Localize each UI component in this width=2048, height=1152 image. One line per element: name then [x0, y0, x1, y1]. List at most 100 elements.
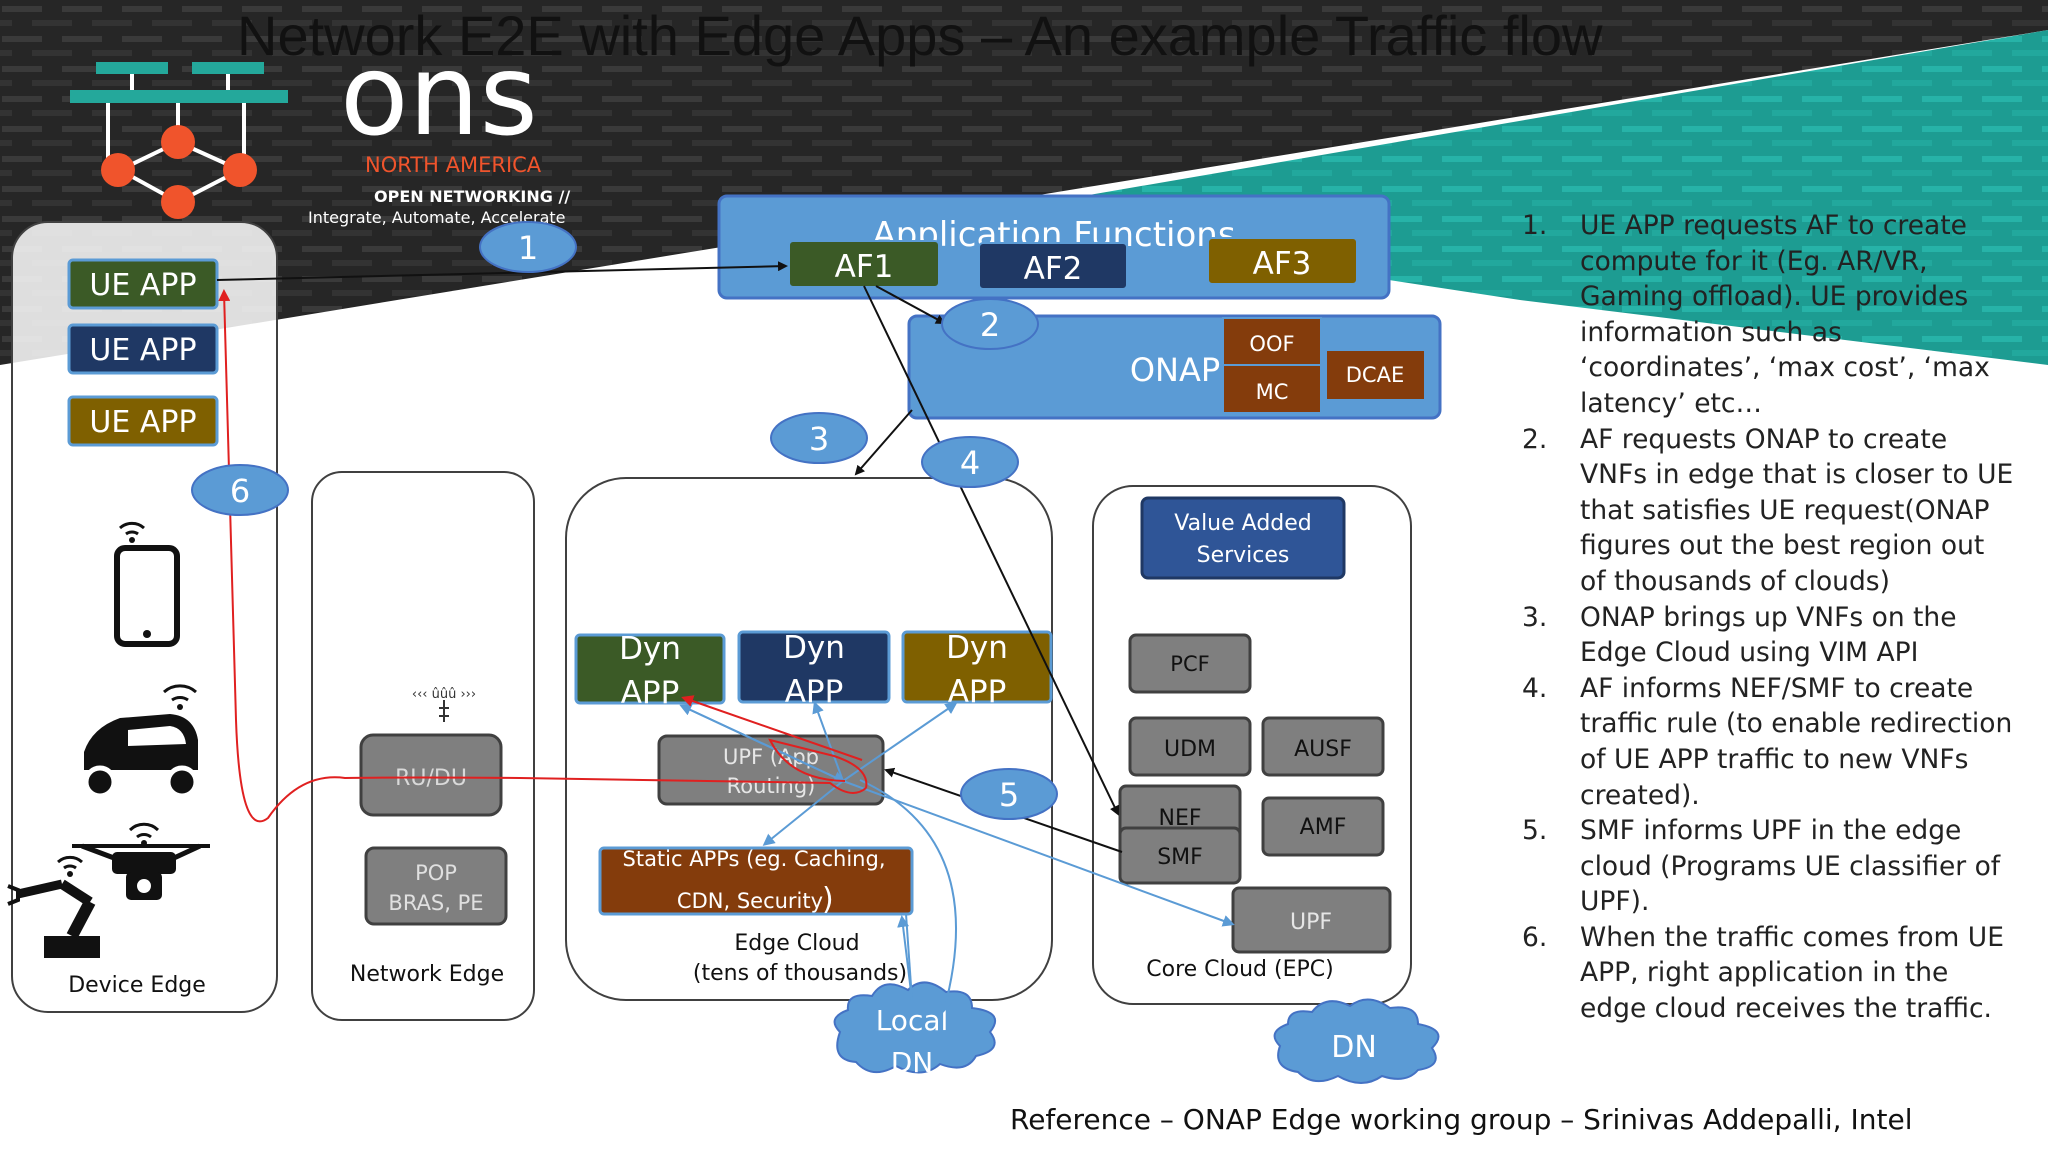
traffic-flow-ue-return: [218, 289, 867, 823]
badge-step-5-label: 5: [999, 776, 1019, 814]
oof-label: OOF: [1249, 332, 1294, 356]
arrow-af1-to-nef: [863, 285, 1120, 816]
link-upf-dyn2: [812, 701, 844, 782]
badge-step-3: [770, 412, 868, 464]
step-item: 6.When the traffic comes from UE APP, ri…: [1518, 920, 2018, 1027]
value-added-services-box: [1140, 496, 1346, 580]
dyn-app-3-line1: Dyn: [946, 630, 1008, 666]
radio-signal-label: ‹‹‹ ûûû ›››: [412, 687, 476, 702]
step-number: 1.: [1522, 210, 1548, 241]
step-item: 4. AF informs NEF/SMF to create traffic …: [1518, 671, 2018, 813]
static-apps-line1: Static APPs (eg. Caching,: [623, 847, 886, 871]
edge-cloud-sublabel: (tens of thousands): [693, 961, 907, 986]
smf-box: [1118, 826, 1242, 885]
step-text: ONAP brings up VNFs on the Edge Cloud us…: [1580, 601, 1957, 669]
edge-upf-box: [657, 734, 885, 806]
robot-arm-icon: [7, 855, 100, 958]
page-title: Network E2E with Edge Apps – An example …: [237, 4, 1603, 67]
vas-line2: Services: [1197, 543, 1290, 568]
ue-app-3-label: UE APP: [89, 405, 196, 440]
badge-step-4-label: 4: [960, 444, 980, 482]
udm-box: [1128, 716, 1252, 777]
link-upf-dyn3: [842, 702, 958, 782]
vas-line1: Value Added: [1174, 511, 1312, 536]
ue-app-1: [67, 258, 219, 310]
app-functions-group: Application Functions AF1 AF2 AF3: [717, 194, 1391, 300]
arrow-af1-to-onap: [875, 285, 946, 324]
static-apps-box: [598, 846, 914, 916]
step-number: 2.: [1522, 423, 1548, 455]
link-upf-local-dn: [859, 779, 957, 1013]
af2-box: [978, 242, 1128, 290]
ausf-label: AUSF: [1294, 737, 1352, 762]
link-upf-static: [762, 780, 844, 846]
drone-icon: [72, 822, 210, 900]
ue-app-3: [67, 395, 219, 447]
badge-step-2-label: 2: [980, 306, 1000, 344]
ons-subtagline: Integrate, Automate, Accelerate: [308, 208, 566, 227]
device-edge-group: UE APP UE APP UE APP: [7, 221, 278, 1013]
step-number: 3.: [1522, 601, 1548, 633]
onap-label: ONAP: [1130, 351, 1220, 389]
car-icon: [83, 684, 199, 799]
local-dn-cloud: Local DN: [833, 981, 996, 1079]
link-upf-core-upf: [842, 780, 1235, 927]
badge-step-1: [479, 221, 577, 273]
step-number: 5.: [1522, 815, 1548, 847]
step-number: 6.: [1522, 921, 1548, 953]
traffic-flow-to-dyn1: [681, 695, 863, 761]
onap-group: ONAP OOF MC DCAE: [907, 314, 1442, 420]
network-edge-label: Network Edge: [350, 962, 504, 987]
header-banner: [0, 0, 2048, 365]
pcf-box: [1128, 633, 1252, 694]
smf-label: SMF: [1157, 845, 1203, 870]
udm-label: UDM: [1164, 737, 1216, 762]
ue-app-1-label: UE APP: [89, 268, 196, 303]
arrow-ue-to-af1: [216, 261, 788, 281]
step-text: SMF informs UPF in the edge cloud (Progr…: [1580, 815, 2001, 918]
device-edge-label: Device Edge: [68, 973, 206, 998]
ausf-box: [1261, 716, 1385, 777]
local-dn-shape: [833, 981, 996, 1074]
step-text: AF requests ONAP to create VNFs in edge …: [1580, 423, 2014, 597]
badge-step-5: [960, 768, 1058, 820]
mc-box: [1222, 364, 1322, 414]
af1-label: AF1: [835, 249, 894, 285]
dyn-app-1: [574, 633, 726, 705]
traffic-flow-upf-loop: [768, 738, 868, 789]
link-local-dn-static: [897, 915, 913, 1001]
teal-banner-shape: [1060, 30, 2048, 365]
network-edge-group: ‹‹‹ ûûû ››› RU/DU POP BRAS, PE Network E…: [311, 471, 535, 1021]
step-item: 5. SMF informs UPF in the edge cloud (Pro…: [1518, 813, 2018, 920]
af3-label: AF3: [1253, 246, 1312, 282]
step-item: 3. ONAP brings up VNFs on the Edge Cloud …: [1518, 600, 2018, 671]
af3-box: [1207, 237, 1358, 285]
step-text: AF informs NEF/SMF to create traffic rul…: [1580, 672, 2013, 811]
step-number: 4.: [1522, 672, 1548, 704]
ons-logo: ons NORTH AMERICA OPEN NETWORKING // Int…: [70, 31, 570, 227]
static-apps-line2: CDN, Security: [677, 889, 823, 913]
dyn-app-3-line2: APP: [948, 674, 1007, 710]
ons-logo-mark: [70, 62, 288, 219]
core-upf-label: UPF: [1290, 910, 1332, 935]
static-apps-paren: ): [822, 882, 834, 917]
oof-box: [1222, 317, 1322, 366]
pcf-label: PCF: [1170, 652, 1209, 676]
link-dyn1-upf: [681, 705, 846, 783]
pop-label: POP: [415, 861, 457, 885]
af2-label: AF2: [1024, 251, 1083, 287]
ons-tagline: OPEN NETWORKING //: [374, 187, 570, 206]
step-item: 1.UE APP requests AF to create compute f…: [1518, 208, 2018, 422]
ons-region: NORTH AMERICA: [365, 153, 542, 177]
core-cloud-group: Value Added Services PCF UDM AUSF NEF SM…: [1092, 485, 1412, 1005]
pop-box: [364, 846, 508, 926]
dcae-label: DCAE: [1346, 363, 1404, 387]
dyn-app-2-line2: APP: [785, 674, 844, 710]
local-dn-line1: Local: [876, 1004, 949, 1037]
dn-cloud: DN: [1273, 998, 1440, 1084]
reference-note: Reference – ONAP Edge working group – Sr…: [1010, 1103, 1912, 1136]
step-item: 2. AF requests ONAP to create VNFs in edg…: [1518, 422, 2018, 600]
edge-cloud-label: Edge Cloud: [734, 931, 859, 956]
antenna-icon: [439, 700, 449, 722]
